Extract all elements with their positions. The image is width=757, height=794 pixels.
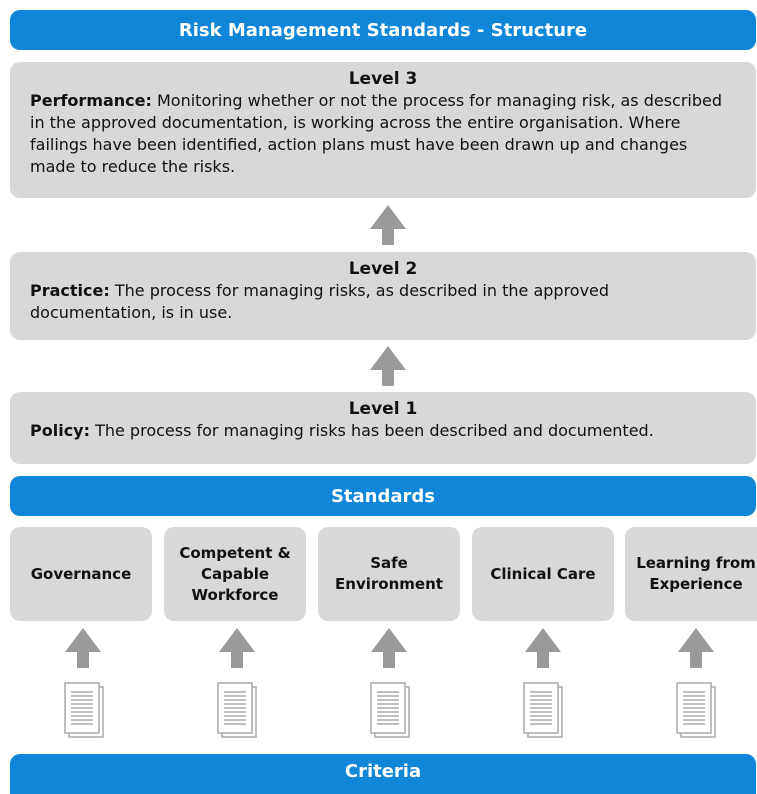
- arrow-up-icon: [219, 628, 255, 668]
- document-icon: [64, 682, 104, 738]
- standard-learning-from-experience: Learning from Experience: [625, 527, 757, 621]
- level-1-title: Level 1: [348, 399, 418, 419]
- level-1-box: Level 1 Policy: The process for managing…: [10, 392, 756, 464]
- arrow-up-icon: [371, 628, 407, 668]
- level-3-description: Performance: Monitoring whether or not t…: [30, 90, 736, 178]
- level-2-label: Practice:: [30, 281, 110, 300]
- level-1-label: Policy:: [30, 421, 90, 440]
- level-3-box: Level 3 Performance: Monitoring whether …: [10, 62, 756, 198]
- arrow-up-icon: [678, 628, 714, 668]
- document-icon: [370, 682, 410, 738]
- arrow-up-icon: [370, 205, 406, 245]
- level-2-description: Practice: The process for managing risks…: [30, 280, 736, 324]
- document-icon: [523, 682, 563, 738]
- level-2-title: Level 2: [348, 259, 418, 279]
- level-2-text: The process for managing risks, as descr…: [30, 281, 610, 322]
- document-icon: [217, 682, 257, 738]
- level-3-text: Monitoring whether or not the process fo…: [30, 91, 723, 176]
- standard-safe-environment: Safe Environment: [318, 527, 460, 621]
- standard-competent-workforce: Competent & Capable Workforce: [164, 527, 306, 621]
- standard-governance: Governance: [10, 527, 152, 621]
- level-3-title: Level 3: [348, 69, 418, 89]
- arrow-up-icon: [525, 628, 561, 668]
- document-icon: [676, 682, 716, 738]
- standards-banner: Standards: [10, 476, 756, 516]
- arrow-up-icon: [370, 346, 406, 386]
- level-2-box: Level 2 Practice: The process for managi…: [10, 252, 756, 340]
- arrow-up-icon: [65, 628, 101, 668]
- standard-clinical-care: Clinical Care: [472, 527, 614, 621]
- level-1-description: Policy: The process for managing risks h…: [30, 420, 736, 442]
- level-1-text: The process for managing risks has been …: [90, 421, 654, 440]
- criteria-banner: Criteria: [10, 754, 756, 794]
- level-3-label: Performance:: [30, 91, 152, 110]
- title-banner: Risk Management Standards - Structure: [10, 10, 756, 50]
